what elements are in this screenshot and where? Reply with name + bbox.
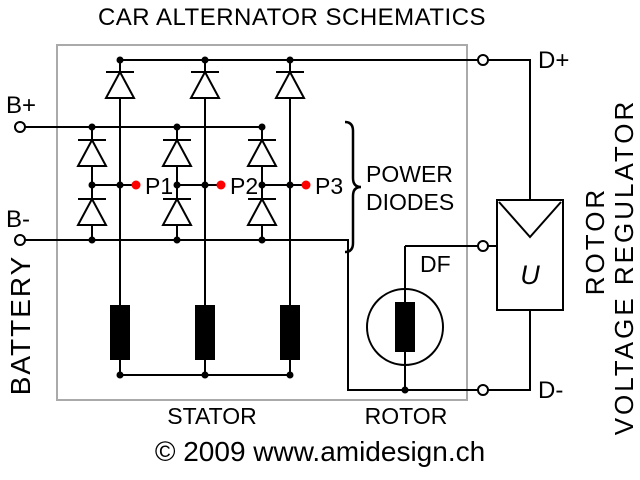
phase-point-dot-1	[131, 180, 141, 190]
ground-rail	[25, 239, 531, 391]
junction-dot	[201, 56, 209, 64]
label-d-plus: D+	[538, 47, 569, 74]
junction-dot	[88, 123, 96, 131]
negative-diode-3	[247, 198, 277, 226]
junction-dot	[286, 56, 294, 64]
junction-dot	[286, 181, 294, 189]
regulator-u-label: U	[520, 260, 540, 290]
label-power-diodes-line2: DIODES	[366, 189, 454, 215]
terminal-d-minus	[477, 384, 489, 396]
positive-diode-1	[77, 139, 107, 167]
power-diodes-brace	[344, 120, 362, 254]
voltage-regulator: U	[496, 199, 564, 311]
junction-dot	[88, 181, 96, 189]
copyright-text: © 2009 www.amidesign.ch	[155, 436, 485, 467]
terminal-d-plus	[477, 54, 489, 66]
aux-diode-2	[190, 71, 220, 99]
terminal-df	[477, 240, 489, 252]
positive-diode-3	[247, 139, 277, 167]
junction-dot	[401, 386, 409, 394]
junction-dot	[258, 181, 266, 189]
stator-coil-2	[195, 305, 215, 360]
label-df: DF	[420, 251, 451, 277]
junction-dot	[201, 181, 209, 189]
stator-coil-1	[110, 305, 130, 360]
junction-dot	[116, 371, 124, 379]
positive-diode-2	[162, 139, 192, 167]
phase-point-dot-2	[216, 180, 226, 190]
junction-dot	[116, 56, 124, 64]
label-rotor: ROTOR	[365, 403, 448, 429]
label-regulator-side-line1: ROTOR	[580, 187, 610, 295]
aux-diode-1	[105, 71, 135, 99]
junction-dot	[173, 123, 181, 131]
rotor-body	[366, 288, 444, 366]
label-p3: P3	[315, 173, 343, 199]
stator-coils	[110, 305, 300, 360]
junction-dot	[116, 181, 124, 189]
terminal-b-plus	[14, 121, 26, 133]
rotor-assembly	[366, 288, 444, 366]
aux-diode-3	[275, 71, 305, 99]
negative-diode-1	[77, 198, 107, 226]
regulator-box	[496, 199, 564, 311]
label-b-minus: B-	[6, 206, 30, 233]
label-p2: P2	[230, 173, 258, 199]
regulator-symbol	[498, 201, 562, 239]
junction-dot	[258, 123, 266, 131]
page-title: CAR ALTERNATOR SCHEMATICS	[98, 4, 486, 31]
terminal-circles	[14, 54, 489, 396]
alternator-housing	[56, 44, 468, 401]
label-p1: P1	[145, 173, 173, 199]
d-plus-rail	[120, 59, 531, 200]
label-battery: BATTERY	[5, 255, 36, 396]
junction-dot	[201, 371, 209, 379]
terminal-b-minus	[14, 234, 26, 246]
label-power-diodes-line1: POWER	[366, 161, 453, 187]
junction-dot	[173, 181, 181, 189]
label-regulator-side-line2: VOLTAGE REGULATOR	[609, 99, 639, 436]
label-stator: STATOR	[167, 403, 256, 429]
junction-dot	[286, 371, 294, 379]
power-diodes-group	[77, 71, 305, 226]
rotor-winding	[395, 302, 415, 352]
label-b-plus: B+	[6, 92, 36, 119]
junction-dot	[88, 236, 96, 244]
label-d-minus: D-	[538, 377, 563, 404]
negative-diode-2	[162, 198, 192, 226]
stator-coil-3	[280, 305, 300, 360]
junction-dot	[173, 236, 181, 244]
phase-point-dot-3	[301, 180, 311, 190]
phase-points	[131, 180, 311, 190]
junction-dot	[258, 236, 266, 244]
junction-dots	[88, 56, 409, 394]
